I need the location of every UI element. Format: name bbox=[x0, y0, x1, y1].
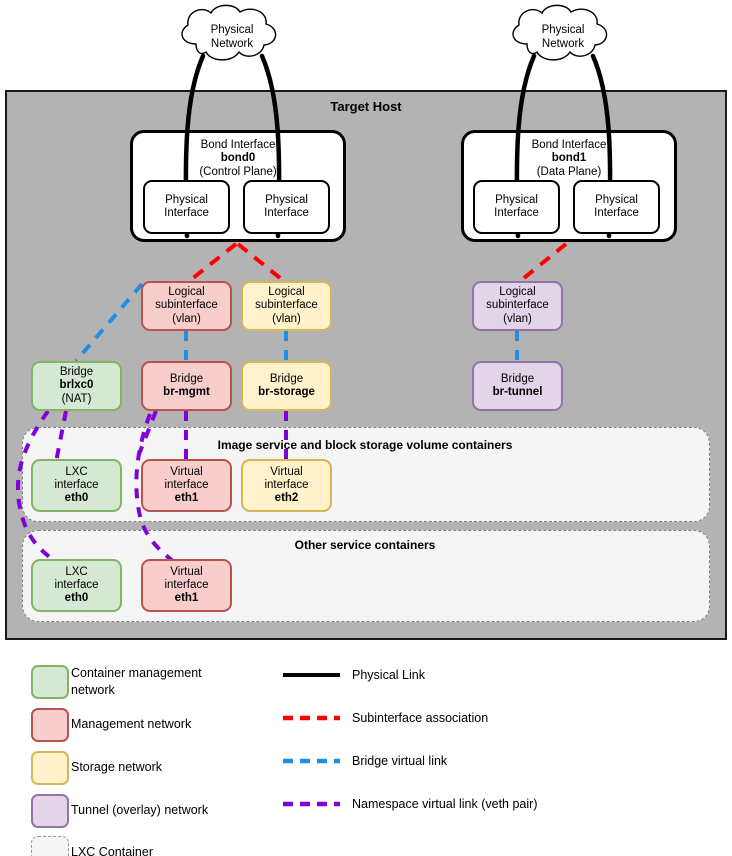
bridge-brlxc0-name: brlxc0 bbox=[59, 379, 94, 392]
legend-label-physical-link: Physical Link bbox=[352, 668, 425, 682]
img-eth1-name: eth1 bbox=[174, 492, 199, 505]
legend-swatch-lxc-container bbox=[31, 836, 69, 856]
img-eth1-line1: Virtual bbox=[170, 465, 203, 478]
bond0-physical-interface-1[interactable]: Physical Interface bbox=[143, 180, 230, 234]
img-eth0-line2: interface bbox=[54, 478, 99, 491]
img-eth2-line2: interface bbox=[264, 478, 309, 491]
container-panel-image-storage-title: Image service and block storage volume c… bbox=[217, 438, 513, 452]
bridge-br-tunnel-label: Bridge bbox=[500, 372, 535, 385]
cloud-left-label-line1: Physical bbox=[211, 24, 254, 36]
subif-storage-line3: (vlan) bbox=[272, 312, 301, 325]
oth-eth1-line2: interface bbox=[164, 578, 209, 591]
bridge-br-tunnel[interactable]: Bridge br-tunnel bbox=[472, 361, 563, 411]
oth-eth1-line1: Virtual bbox=[170, 565, 203, 578]
container-interface-oth-eth0[interactable]: LXC interface eth0 bbox=[31, 559, 122, 612]
bridge-br-storage[interactable]: Bridge br-storage bbox=[241, 361, 332, 411]
subif-storage-line2: subinterface bbox=[255, 299, 318, 312]
bridge-brlxc0-note: (NAT) bbox=[61, 392, 92, 405]
cloud-right-label-line1: Physical bbox=[542, 24, 585, 36]
img-eth1-line2: interface bbox=[164, 478, 209, 491]
legend-line-samples bbox=[283, 673, 340, 807]
subif-mgmt-line3: (vlan) bbox=[172, 312, 201, 325]
subif-mgmt-line1: Logical bbox=[168, 286, 205, 298]
subif-tunnel-line1: Logical bbox=[499, 286, 536, 298]
container-interface-img-eth2[interactable]: Virtual interface eth2 bbox=[241, 459, 332, 512]
legend-swatch-management bbox=[31, 708, 69, 742]
oth-eth0-name: eth0 bbox=[64, 592, 89, 605]
legend-swatch-tunnel bbox=[31, 794, 69, 828]
img-eth2-line1: Virtual bbox=[270, 465, 303, 478]
bond0-name: bond0 bbox=[220, 152, 256, 165]
legend-label-bridge-virtual-link: Bridge virtual link bbox=[352, 754, 448, 768]
bond0-role: (Control Plane) bbox=[199, 165, 277, 178]
oth-eth0-line2: interface bbox=[54, 578, 99, 591]
bond1-phy1-line2: Interface bbox=[494, 207, 539, 219]
subif-storage-line1: Logical bbox=[268, 286, 305, 298]
container-interface-oth-eth1[interactable]: Virtual interface eth1 bbox=[141, 559, 232, 612]
bond1-phy1-line1: Physical bbox=[495, 193, 538, 206]
legend-swatch-container-management bbox=[31, 665, 69, 699]
subif-tunnel-line3: (vlan) bbox=[503, 312, 532, 325]
logical-subinterface-storage[interactable]: Logical subinterface (vlan) bbox=[241, 281, 332, 331]
container-interface-img-eth1[interactable]: Virtual interface eth1 bbox=[141, 459, 232, 512]
target-host-label: Target Host bbox=[330, 99, 402, 114]
bond1-physical-interface-2[interactable]: Physical Interface bbox=[573, 180, 660, 234]
cloud-left-shape bbox=[181, 4, 277, 61]
img-eth0-line1: LXC bbox=[65, 465, 88, 478]
bond0-phy2-line2: Interface bbox=[264, 207, 309, 219]
oth-eth1-name: eth1 bbox=[174, 592, 199, 605]
legend-label-namespace-virtual-link: Namespace virtual link (veth pair) bbox=[352, 797, 538, 811]
legend-label-management: Management network bbox=[71, 717, 192, 731]
legend-label-storage: Storage network bbox=[71, 760, 163, 774]
bond1-role: (Data Plane) bbox=[536, 165, 602, 178]
legend-swatch-storage bbox=[31, 751, 69, 785]
bond0-phy1-line1: Physical bbox=[165, 193, 208, 206]
legend-label-lxc-container: LXC Container bbox=[71, 845, 153, 856]
bridge-brlxc0[interactable]: Bridge brlxc0 (NAT) bbox=[31, 361, 122, 411]
legend-label-container-management: Container management network bbox=[71, 666, 202, 697]
oth-eth0-line1: LXC bbox=[65, 565, 88, 578]
legend-label-tunnel: Tunnel (overlay) network bbox=[71, 803, 209, 817]
bond1-name: bond1 bbox=[551, 152, 587, 165]
container-panel-other-service-title: Other service containers bbox=[294, 538, 436, 552]
cloud-right-shape bbox=[512, 4, 608, 61]
cloud-left-label-line2: Network bbox=[211, 38, 253, 50]
img-eth0-name: eth0 bbox=[64, 492, 89, 505]
bond0-title: Bond Interface bbox=[200, 139, 276, 151]
subif-tunnel-line2: subinterface bbox=[486, 299, 549, 312]
bond0-phy2-line1: Physical bbox=[265, 193, 308, 206]
logical-subinterface-mgmt[interactable]: Logical subinterface (vlan) bbox=[141, 281, 232, 331]
bond1-phy2-line1: Physical bbox=[595, 193, 638, 206]
subif-mgmt-line2: subinterface bbox=[155, 299, 218, 312]
img-eth2-name: eth2 bbox=[274, 492, 299, 505]
legend: Container management network Management … bbox=[0, 648, 732, 856]
bridge-br-mgmt-label: Bridge bbox=[169, 372, 204, 385]
cloud-right-label-line2: Network bbox=[542, 38, 584, 50]
bond1-phy2-line2: Interface bbox=[594, 207, 639, 219]
bond1-title: Bond Interface bbox=[531, 139, 607, 151]
bridge-br-storage-label: Bridge bbox=[269, 372, 304, 385]
bond0-phy1-line2: Interface bbox=[164, 207, 209, 219]
bridge-br-mgmt[interactable]: Bridge br-mgmt bbox=[141, 361, 232, 411]
bridge-br-mgmt-name: br-mgmt bbox=[163, 386, 210, 398]
bridge-br-tunnel-name: br-tunnel bbox=[492, 386, 543, 398]
bridge-br-storage-name: br-storage bbox=[258, 386, 315, 398]
logical-subinterface-tunnel[interactable]: Logical subinterface (vlan) bbox=[472, 281, 563, 331]
legend-label-subinterface-association: Subinterface association bbox=[352, 711, 489, 725]
bond1-physical-interface-1[interactable]: Physical Interface bbox=[473, 180, 560, 234]
bond0-physical-interface-2[interactable]: Physical Interface bbox=[243, 180, 330, 234]
container-interface-img-eth0[interactable]: LXC interface eth0 bbox=[31, 459, 122, 512]
bridge-brlxc0-label: Bridge bbox=[59, 366, 94, 378]
